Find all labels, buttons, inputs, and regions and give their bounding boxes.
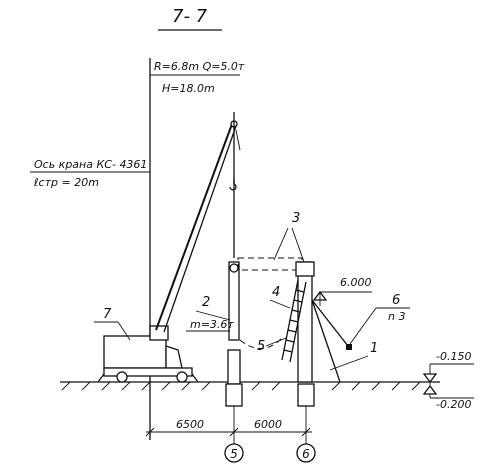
callout-3-leader-a	[273, 227, 289, 261]
callout-4-leader	[269, 299, 291, 309]
column-axis5	[227, 349, 241, 385]
crane-boom-lower-chord	[155, 123, 233, 331]
callout-5-leader	[265, 337, 287, 347]
truss-frame	[237, 257, 303, 271]
callout-6: 6	[392, 293, 400, 308]
column-lifted-head	[229, 263, 239, 273]
callout-4: 4	[272, 285, 280, 300]
ladder	[281, 279, 307, 363]
callout-6-leader	[349, 307, 377, 345]
crane-hook-icon	[229, 178, 237, 191]
dimension-tick-5	[229, 427, 239, 437]
footing-axis5	[225, 383, 243, 407]
callout-1-leader	[329, 355, 369, 371]
ground-hatching	[61, 381, 421, 391]
crane	[97, 112, 241, 383]
boom-length-label: ℓстр = 20m	[33, 176, 99, 189]
crane-wheel-rear	[116, 371, 128, 383]
callout-2-mass: m=3.6т	[190, 318, 234, 331]
crane-body	[103, 335, 167, 369]
column-installed	[297, 261, 313, 383]
crane-outrigger-right	[191, 373, 199, 383]
column-lifted	[228, 261, 240, 341]
crane-chassis	[103, 367, 193, 377]
axis-bubble-6	[296, 443, 316, 463]
brace-right	[311, 299, 349, 347]
callout-7: 7	[103, 307, 112, 322]
crane-hook-height: H=18.0m	[162, 82, 215, 95]
callout-3-leader-b	[291, 227, 305, 263]
callout-5: 5	[257, 339, 265, 354]
elevation-footing: -0.200	[436, 398, 471, 411]
dimension-tick-1	[145, 427, 155, 437]
section-title: 7- 7	[172, 6, 208, 27]
brace-left	[311, 299, 341, 383]
column-installed-cap	[295, 261, 315, 277]
callout-7-pointer	[117, 321, 131, 341]
elevation-ground-marker	[422, 373, 438, 384]
callout-2: 2	[202, 295, 210, 310]
callout-6-qty: n 3	[388, 310, 405, 323]
callout-1: 1	[370, 341, 378, 356]
crane-outrigger-left	[97, 373, 105, 383]
callout-3: 3	[292, 211, 300, 226]
crane-boom-upper-chord	[163, 125, 237, 333]
axis-label-6: 6	[302, 447, 310, 461]
footing-axis6	[297, 383, 315, 407]
crane-wheel-front	[176, 371, 188, 383]
axis-bubble-5	[224, 443, 244, 463]
crane-reach-load: R=6.8m Q=5.0т	[154, 60, 245, 73]
dimension-tick-6	[301, 427, 311, 437]
crane-turret	[149, 325, 169, 341]
dimension-6500: 6500	[176, 418, 204, 431]
crane-hood	[165, 345, 183, 369]
axis-label-5: 5	[230, 447, 238, 461]
dimension-6000: 6000	[254, 418, 282, 431]
callout-2-leader	[195, 310, 231, 321]
crane-axis-label: Ось крана КС- 4361	[34, 158, 147, 171]
elevation-footing-marker	[422, 384, 438, 395]
elevation-ground: -0.150	[436, 350, 471, 363]
crane-pendant	[235, 129, 241, 151]
brace-anchor	[346, 344, 352, 350]
elevation-platform: 6.000	[340, 276, 372, 289]
